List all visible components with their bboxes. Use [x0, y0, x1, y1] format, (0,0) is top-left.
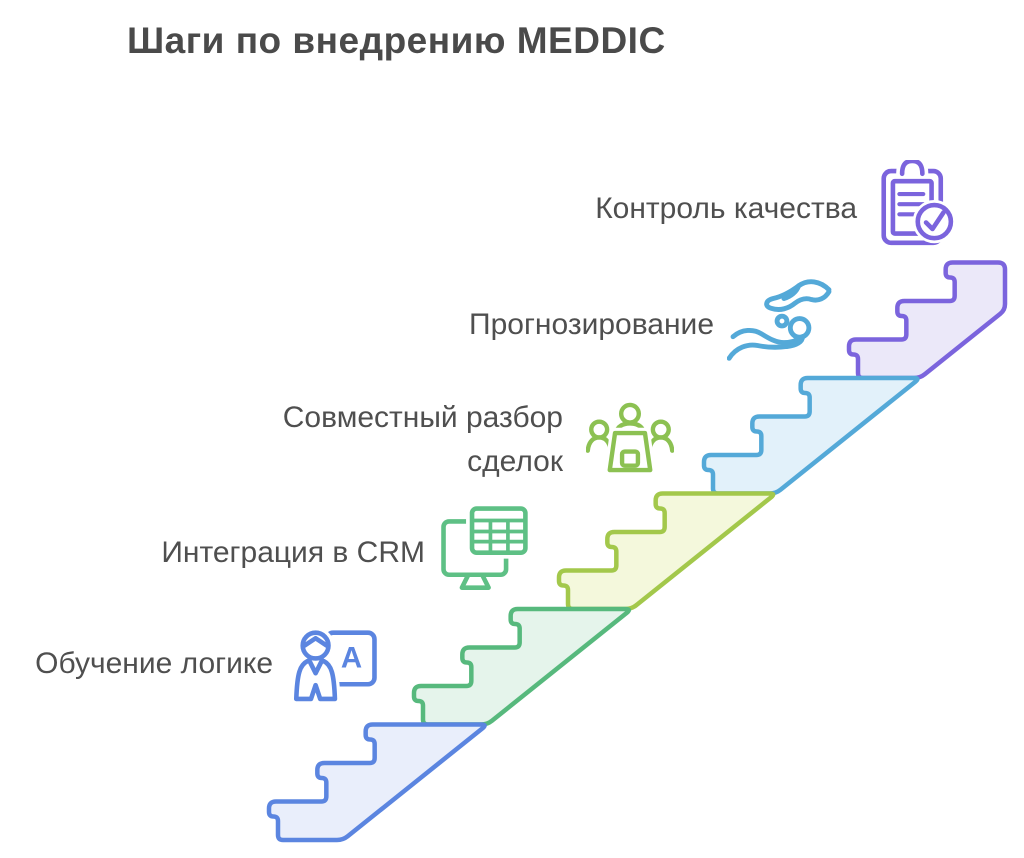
page-title: Шаги по внедрению MEDDIC [127, 20, 666, 61]
staircase-section-crm [411, 606, 632, 727]
monitor-spreadsheet-icon [438, 503, 530, 595]
meeting-table-icon [586, 397, 674, 485]
staircase-section-forecast [701, 375, 920, 496]
staircase-section-quality [846, 260, 1008, 381]
step-label-training: Обучение логике [35, 647, 273, 680]
step-label-deals: Совместный разбор сделок [282, 401, 563, 478]
staircase-section-training [266, 722, 487, 843]
step-label-crm: Интеграция в CRM [161, 536, 425, 569]
hands-coins-icon [727, 277, 835, 370]
clipboard-check-icon [869, 160, 961, 252]
teacher-board-icon: A [288, 618, 380, 710]
staircase-section-deals [556, 491, 776, 612]
svg-text:A: A [341, 642, 362, 675]
step-label-quality: Контроль качества [595, 192, 857, 225]
step-label-forecast: Прогнозирование [469, 308, 714, 341]
